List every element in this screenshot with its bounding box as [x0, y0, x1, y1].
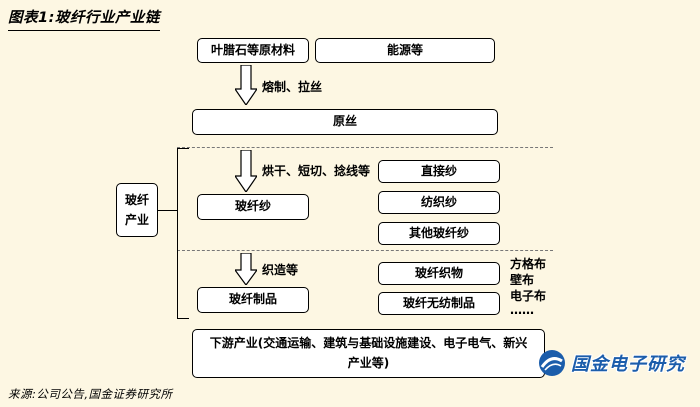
box-raw-materials: 叶腊石等原材料: [197, 38, 309, 63]
box-textile-yarn: 纺织纱: [378, 191, 500, 214]
fabric-example-note: 电子布: [510, 289, 547, 303]
industry-bracket-line: [177, 148, 178, 319]
box-industry-label: 玻纤产业: [116, 183, 158, 237]
figure-title: 图表1:玻纤行业产业链: [8, 6, 160, 31]
dashed-divider-lower: [177, 250, 553, 251]
brand-logo-icon: [539, 350, 565, 376]
industry-bracket-connector: [158, 210, 177, 211]
box-direct-yarn: 直接纱: [378, 160, 500, 183]
down-arrow-icon: [235, 65, 257, 105]
industry-bracket-tick-top: [177, 148, 189, 149]
box-glass-fiber-fabric: 玻纤织物: [378, 262, 500, 285]
label-drying-chopping: 烘干、短切、捻线等: [262, 164, 371, 178]
fabric-example-note: 方格布: [510, 257, 547, 271]
fabric-example-note: ……: [510, 303, 534, 317]
box-other-yarn: 其他玻纤纱: [378, 222, 500, 245]
source-note: 来源:公司公告,国金证券研究所: [8, 387, 173, 401]
box-glass-fiber-yarn: 玻纤纱: [197, 194, 309, 220]
box-glass-fiber-products: 玻纤制品: [197, 287, 309, 313]
label-weaving: 织造等: [262, 263, 299, 277]
down-arrow-icon: [235, 253, 257, 285]
down-arrow-icon: [235, 150, 257, 192]
box-energy: 能源等: [315, 38, 495, 63]
brand-logo-text: 国金电子研究: [571, 354, 685, 375]
box-raw-silk: 原丝: [192, 109, 498, 135]
label-melting-drawing: 熔制、拉丝: [262, 80, 323, 94]
box-downstream-industries: 下游产业(交通运输、建筑与基础设施建设、电子电气、新兴产业等): [192, 329, 545, 378]
box-nonwoven-products: 玻纤无纺制品: [378, 292, 500, 315]
fabric-example-note: 壁布: [510, 273, 535, 287]
dashed-divider-upper: [177, 147, 553, 148]
industry-bracket-tick-bottom: [177, 318, 189, 319]
brand-logo: 国金电子研究: [538, 349, 685, 377]
